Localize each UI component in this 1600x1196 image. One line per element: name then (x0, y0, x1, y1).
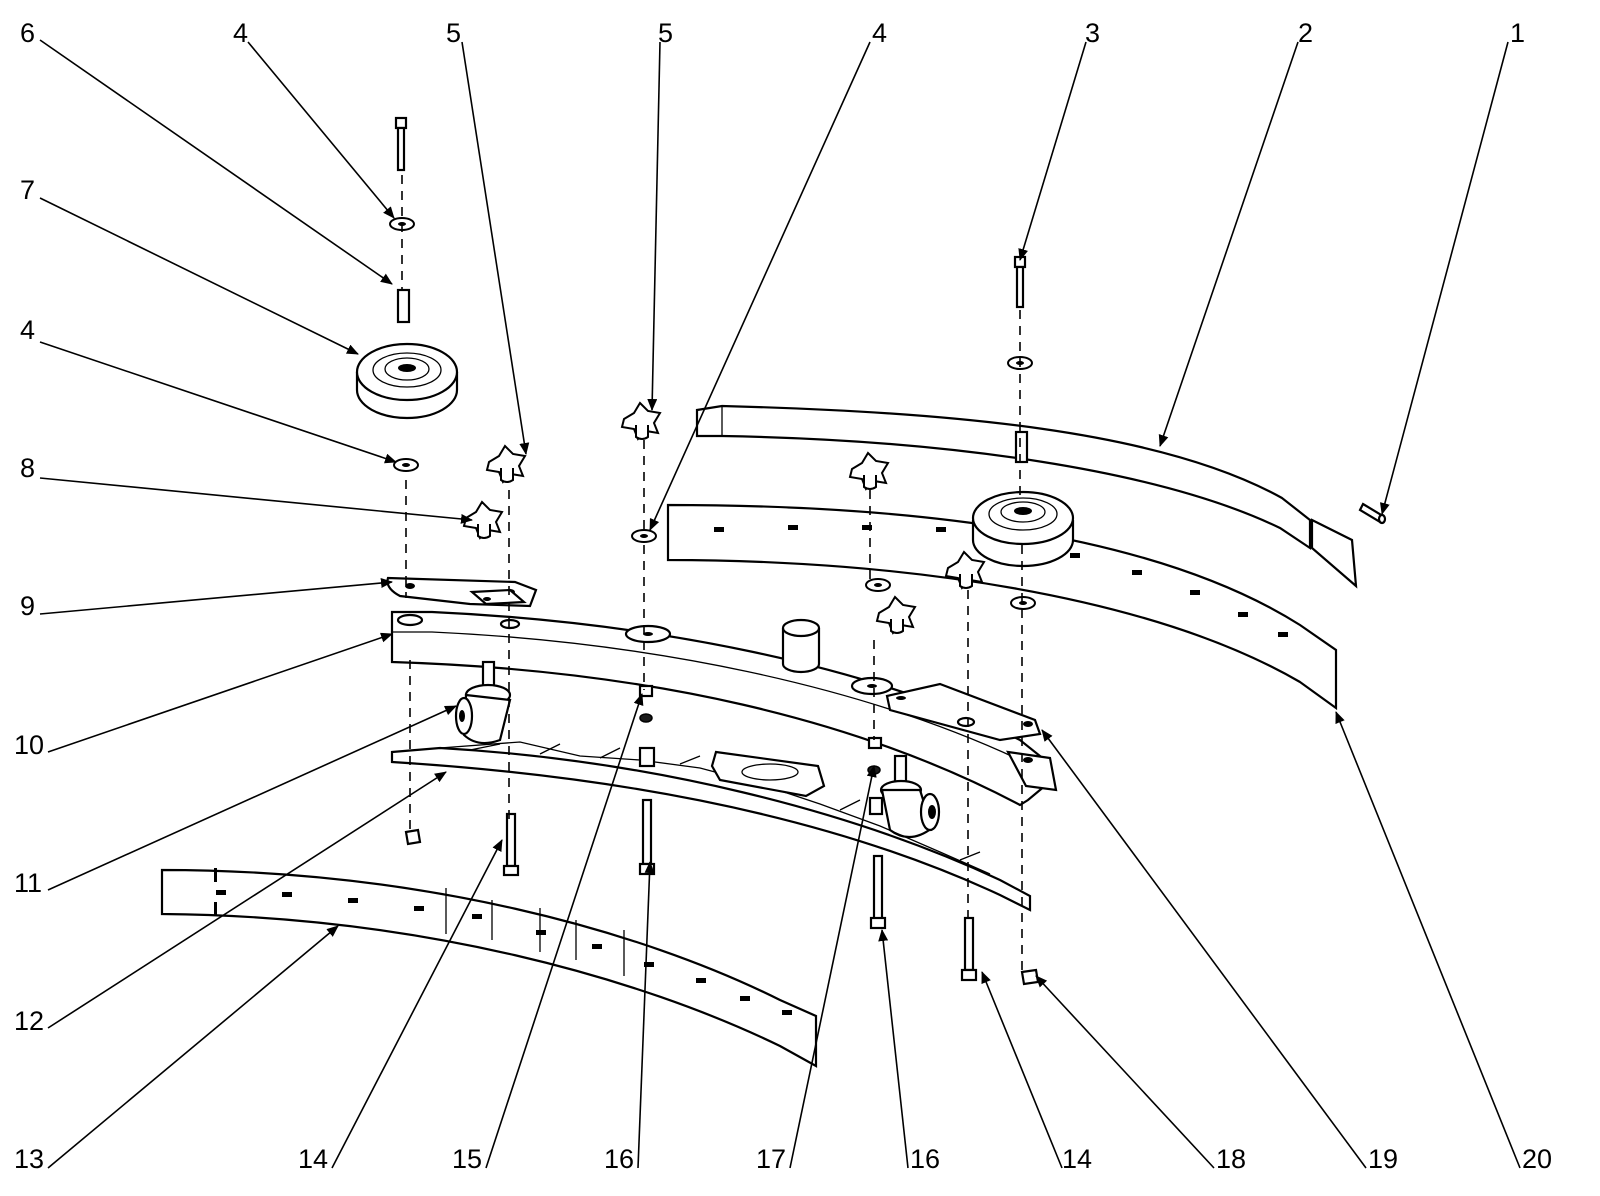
callout-4-left: 4 (20, 315, 35, 345)
wheel-right (971, 490, 1075, 568)
caster-part-11 (454, 660, 512, 745)
bolt-part-3 (1013, 255, 1027, 309)
callout-6: 6 (20, 18, 35, 48)
callout-15: 15 (452, 1144, 482, 1174)
callout-19: 19 (1368, 1144, 1398, 1174)
spacer-part-6 (396, 288, 411, 324)
callout-14-right: 14 (1062, 1144, 1092, 1174)
blade-part-13 (160, 868, 818, 1068)
spacer-right (1014, 430, 1029, 464)
knob-part-5-left (486, 445, 526, 483)
assembly-axes (401, 175, 1023, 970)
bracket-part-9 (386, 576, 538, 608)
washer-right-low (1010, 596, 1036, 610)
callout-labels: 1 2 3 4 5 5 4 6 7 4 8 9 10 11 12 13 14 1… (14, 18, 1552, 1174)
nut-part-15 (638, 684, 654, 698)
leader-lines (39, 39, 1521, 1169)
callout-12: 12 (14, 1006, 44, 1036)
washer-4-center (631, 529, 657, 543)
rail-part-12 (390, 741, 1032, 912)
callout-5-top-center: 5 (658, 18, 673, 48)
frame-part-10 (390, 610, 1054, 807)
callout-1: 1 (1510, 18, 1525, 48)
knob-right-a (849, 452, 889, 490)
callout-16-left: 16 (604, 1144, 634, 1174)
callout-10: 10 (14, 730, 44, 760)
callout-20: 20 (1522, 1144, 1552, 1174)
callout-9: 9 (20, 591, 35, 621)
washer-right-mid (865, 578, 891, 592)
callout-8: 8 (20, 453, 35, 483)
callout-5-top-left: 5 (446, 18, 461, 48)
callout-2: 2 (1298, 18, 1313, 48)
callout-4-top-left: 4 (233, 18, 248, 48)
bolt-part-16-left (638, 798, 656, 876)
blade-part-2 (695, 404, 1358, 589)
callout-17: 17 (756, 1144, 786, 1174)
callout-4-top-center: 4 (872, 18, 887, 48)
callout-13: 13 (14, 1144, 44, 1174)
wheel-part-7 (355, 342, 459, 420)
bolt-top-left (394, 116, 408, 172)
cap-left (404, 828, 422, 846)
callout-16-right: 16 (910, 1144, 940, 1174)
knob-right-c (876, 596, 916, 634)
cap-part-18 (1020, 968, 1040, 986)
nut-part-15b (639, 713, 653, 723)
bracket-part-19 (885, 682, 1058, 792)
callout-14-left: 14 (298, 1144, 328, 1174)
callout-3: 3 (1085, 18, 1100, 48)
bolt-part-16-right (869, 854, 887, 930)
callout-18: 18 (1216, 1144, 1246, 1174)
bolt-part-14-right (960, 916, 978, 982)
washer-4-left (393, 458, 419, 472)
blade-part-20 (666, 503, 1338, 711)
pin-part (1358, 502, 1387, 525)
bolt-part-14-left (502, 812, 520, 877)
nut-part-17 (867, 736, 883, 750)
callout-7: 7 (20, 175, 35, 205)
caster-right (879, 754, 941, 839)
callout-11: 11 (14, 868, 42, 898)
knob-part-5-center (621, 402, 661, 440)
